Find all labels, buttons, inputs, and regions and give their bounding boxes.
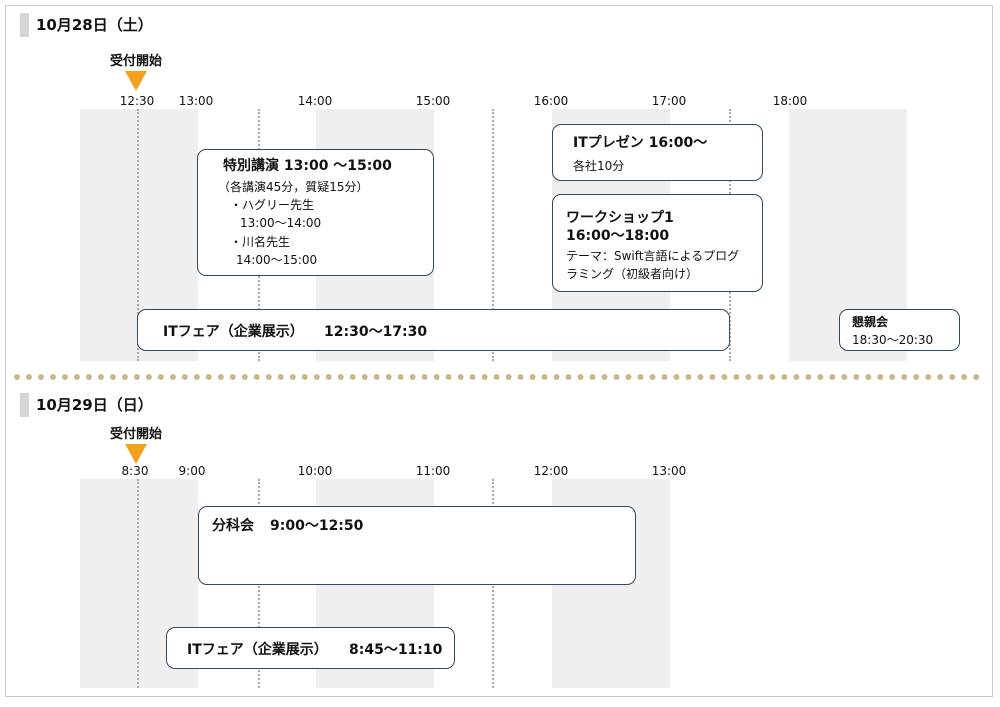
- day2-title-text: 10月29日（日）: [36, 396, 153, 414]
- day2-reception-label: 受付開始: [109, 427, 163, 442]
- day-separator: [14, 374, 980, 380]
- day1-tick-1400: 14:00: [297, 94, 333, 108]
- breakout-session-title: 分科会: [212, 518, 254, 534]
- day2-tick-1200: 12:00: [533, 464, 569, 478]
- day2-it-fair-box: ITフェア（企業展示） 8:45～11:10: [166, 627, 455, 669]
- workshop-time: 16:00～18:00: [566, 228, 670, 244]
- breakout-session-time: 9:00～12:50: [270, 518, 364, 534]
- it-presentation-box: ITプレゼン 16:00～ 各社10分: [552, 124, 763, 181]
- speaker1-time: 13:00～14:00: [240, 216, 322, 230]
- day2-it-fair-time: 8:45～11:10: [349, 642, 443, 658]
- day1-reception-label: 受付開始: [109, 54, 163, 69]
- speaker2-time: 14:00～15:00: [236, 253, 318, 267]
- day1-tick-1300: 13:00: [178, 94, 214, 108]
- breakout-session-box: 分科会 9:00～12:50: [198, 506, 636, 585]
- special-lecture-note: （各講演45分，質疑15分）: [218, 180, 369, 194]
- workshop-theme-line1: テーマ：Swift言語によるプログ: [566, 249, 740, 263]
- day1-tick-1800: 18:00: [772, 94, 808, 108]
- day2-tick-0900: 9:00: [178, 464, 206, 478]
- day1-it-fair-time: 12:30～17:30: [324, 324, 428, 340]
- day2-reception-marker-icon: [125, 444, 147, 464]
- day1-tick-1230: 12:30: [119, 94, 155, 108]
- day1-it-fair-box: ITフェア（企業展示） 12:30～17:30: [137, 309, 730, 351]
- day1-it-fair-title: ITフェア（企業展示）: [163, 324, 304, 340]
- day1-half-hour-line: [492, 109, 494, 361]
- day2-tick-1000: 10:00: [297, 464, 333, 478]
- day1-tick-1500: 15:00: [415, 94, 451, 108]
- day2-title-bar: [20, 393, 29, 417]
- workshop-box: ワークショップ1 16:00～18:00 テーマ：Swift言語によるプログ ラ…: [552, 194, 763, 292]
- day1-title-bar: [20, 13, 29, 37]
- speaker1-name: ・ハグリー先生: [230, 198, 315, 212]
- speaker2-name: ・川名先生: [230, 235, 291, 249]
- day2-half-hour-line: [137, 479, 139, 688]
- reception-party-box: 懇親会 18:30～20:30: [839, 309, 960, 351]
- special-lecture-title: 特別講演 13:00 ～15:00: [223, 158, 392, 174]
- it-presentation-title: ITプレゼン 16:00～: [573, 135, 708, 151]
- day1-title: 10月28日（土）: [20, 13, 153, 37]
- reception-party-time: 18:30～20:30: [852, 333, 934, 347]
- day1-half-hour-line: [137, 109, 139, 361]
- day2-it-fair-title: ITフェア（企業展示）: [187, 642, 328, 658]
- special-lecture-box: 特別講演 13:00 ～15:00 （各講演45分，質疑15分） ・ハグリー先生…: [197, 149, 434, 276]
- day1-tick-1700: 17:00: [651, 94, 687, 108]
- day2-title: 10月29日（日）: [20, 393, 153, 417]
- day2-tick-1100: 11:00: [415, 464, 451, 478]
- it-presentation-note: 各社10分: [573, 159, 625, 173]
- workshop-theme-line2: ラミング（初級者向け）: [566, 267, 699, 281]
- day1-reception-marker-icon: [125, 71, 147, 91]
- day2-tick-1300: 13:00: [651, 464, 687, 478]
- reception-party-title: 懇親会: [852, 315, 889, 329]
- day1-title-text: 10月28日（土）: [36, 16, 153, 34]
- schedule-frame: [5, 5, 993, 697]
- workshop-title: ワークショップ1: [566, 210, 674, 226]
- day1-tick-1600: 16:00: [533, 94, 569, 108]
- day2-tick-0830: 8:30: [121, 464, 149, 478]
